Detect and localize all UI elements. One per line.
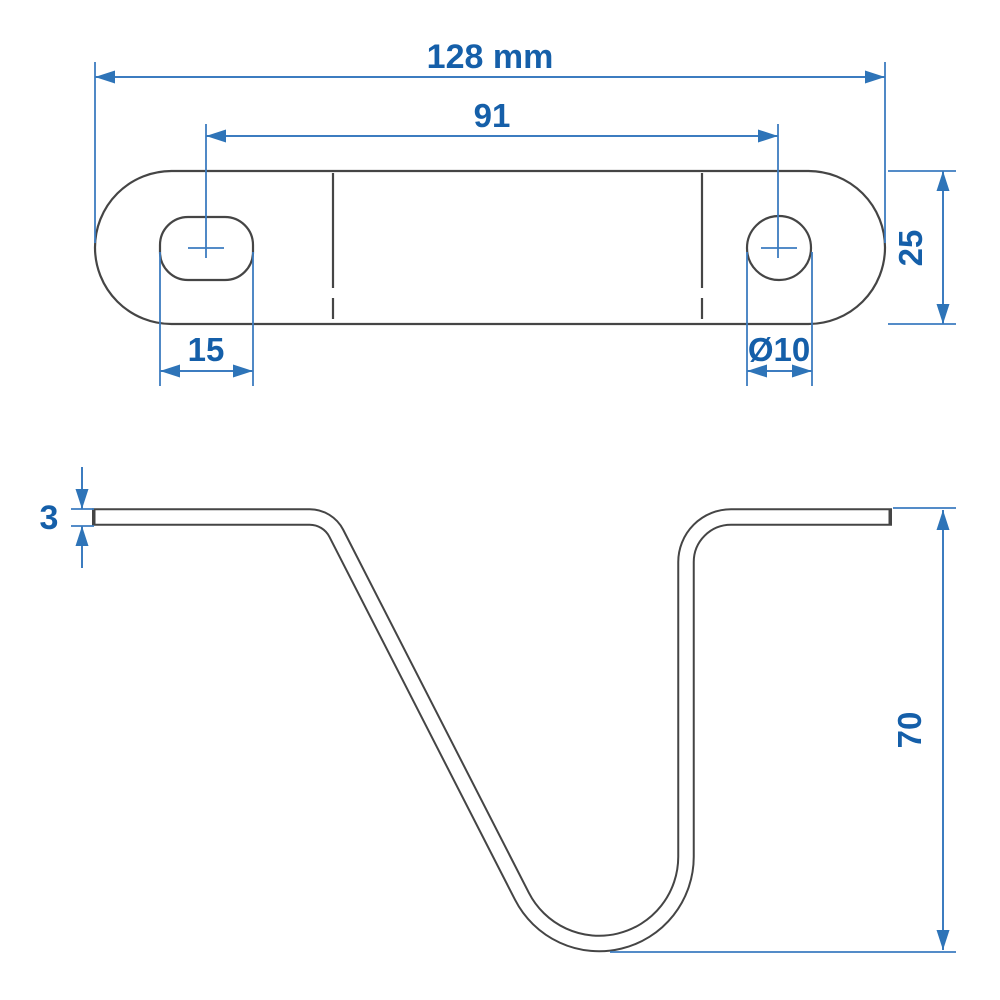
arrowhead-up [75,526,89,546]
arrowhead-left [160,364,180,378]
dim-plate-width: 25 [888,170,956,325]
arrowhead-bottom [936,930,950,950]
side-view-profile [92,508,892,953]
arrowhead-left [206,129,226,143]
arrowhead-right [758,129,778,143]
arrowhead-right [865,70,885,84]
dim-bend-height-label: 70 [891,712,928,749]
dim-thickness-label: 3 [40,499,59,537]
dim-overall-width: 128 mm [94,38,886,243]
arrowhead-left [95,70,115,84]
dim-hole-spacing: 91 [188,97,797,258]
arrowhead-top [936,171,950,191]
dim-plate-width-label: 25 [892,230,929,267]
bent-strip-body [95,510,889,951]
arrowhead-left [747,364,767,378]
dim-hole-spacing-label: 91 [474,97,511,134]
dim-thickness: 3 [40,467,94,568]
dim-hole-diameter-label: Ø10 [748,331,810,368]
arrowhead-bottom [936,304,950,324]
bent-strip-outline [92,508,892,953]
dim-slot-length-label: 15 [188,331,225,368]
dim-overall-width-label: 128 mm [427,38,554,76]
dim-bend-height: 70 [610,507,956,953]
arrowhead-top [936,510,950,530]
arrowhead-right [233,364,253,378]
dim-hole-diameter: Ø10 [746,252,813,386]
arrowhead-down [75,489,89,509]
plate-outline [93,169,887,326]
arrowhead-right [792,364,812,378]
dim-slot-length: 15 [159,252,254,386]
